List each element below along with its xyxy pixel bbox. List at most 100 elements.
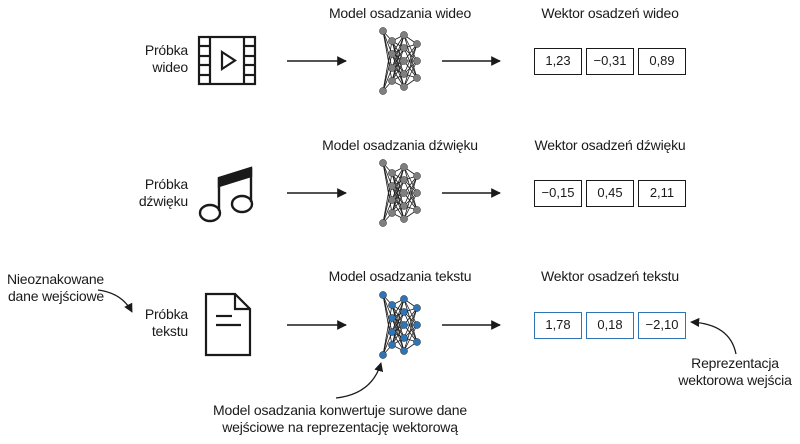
network-edge	[391, 166, 405, 201]
sample-label-text: Próbka tekstu	[144, 306, 188, 339]
network-node	[413, 189, 421, 197]
network-edge	[403, 175, 418, 220]
network-node	[400, 202, 408, 210]
network-node	[388, 64, 396, 72]
network-edge	[403, 311, 418, 343]
annotation-unlabeled-input: Nieoznakowane dane wejściowe	[6, 271, 104, 304]
network-node	[400, 295, 408, 303]
network-node	[413, 57, 421, 65]
network-edge	[403, 307, 418, 352]
network-node	[400, 334, 408, 342]
network-edge	[403, 324, 418, 352]
annotation-model-converts: Model osadzania konwertuje surowe dane w…	[213, 402, 467, 435]
neural-network-icon	[379, 159, 421, 227]
network-node	[400, 321, 408, 329]
music-note-icon	[198, 166, 254, 223]
network-edge	[391, 298, 405, 333]
network-edge	[403, 166, 418, 194]
network-edge	[382, 172, 393, 224]
network-node	[388, 182, 396, 190]
network-node	[413, 338, 421, 346]
vector-cell: 1,78	[534, 312, 582, 339]
network-edge	[382, 67, 393, 92]
network-edge	[391, 192, 405, 214]
network-edge	[382, 304, 393, 356]
vector-title-text: Wektor osadzeń tekstu	[541, 268, 679, 284]
network-node	[388, 301, 396, 309]
network-node	[413, 40, 421, 48]
network-edge	[391, 166, 405, 214]
network-node	[413, 74, 421, 82]
network-edge	[391, 34, 405, 82]
network-node	[388, 196, 396, 204]
network-node	[379, 87, 387, 95]
vector-title-video: Wektor osadzeń wideo	[541, 5, 679, 21]
model-title-video: Model osadzania wideo	[328, 5, 472, 21]
network-node	[400, 176, 408, 184]
network-edge	[403, 60, 418, 88]
network-node	[379, 351, 387, 359]
network-node	[400, 44, 408, 52]
network-node	[388, 314, 396, 322]
network-node	[413, 206, 421, 214]
document-icon	[204, 292, 252, 357]
network-edge	[391, 298, 405, 346]
network-node	[388, 77, 396, 85]
network-node	[400, 83, 408, 91]
arrow-model-converts	[335, 362, 384, 399]
vector-cell: 2,11	[638, 180, 686, 207]
network-edge	[403, 34, 418, 79]
network-node	[400, 163, 408, 171]
network-node	[388, 328, 396, 336]
network-node	[413, 321, 421, 329]
vector-title-audio: Wektor osadzeń dźwięku	[534, 137, 686, 153]
film-icon	[197, 35, 257, 86]
vector-cell: 0,45	[586, 180, 634, 207]
arrow-unlabeled-input	[97, 289, 133, 313]
network-node	[400, 70, 408, 78]
network-edge	[382, 185, 393, 224]
network-edge	[403, 43, 418, 88]
network-node	[413, 304, 421, 312]
network-edge	[403, 298, 418, 343]
network-edge	[391, 179, 405, 214]
vector-cell: −0,31	[586, 48, 634, 75]
network-edge	[382, 199, 393, 224]
arrow-vector-representation	[690, 317, 737, 355]
vector-cell: −2,10	[638, 312, 686, 339]
network-edge	[403, 43, 418, 75]
network-edge	[403, 47, 418, 79]
network-node	[379, 291, 387, 299]
network-node	[379, 27, 387, 35]
network-edge	[403, 34, 418, 62]
network-node	[400, 215, 408, 223]
neural-network-icon	[379, 291, 421, 359]
network-node	[388, 169, 396, 177]
network-node	[400, 308, 408, 316]
row-arrows	[287, 56, 501, 330]
model-title-text: Model osadzania tekstu	[328, 268, 472, 284]
network-edge	[403, 175, 418, 207]
network-edge	[391, 311, 405, 346]
network-node	[379, 159, 387, 167]
vector-cell: −0,15	[534, 180, 582, 207]
network-edge	[403, 307, 418, 339]
sample-label-video: Próbka wideo	[144, 42, 188, 75]
network-edge	[382, 40, 393, 92]
sample-label-audio: Próbka dźwięku	[138, 176, 188, 209]
network-node	[388, 341, 396, 349]
network-edge	[382, 317, 393, 356]
vector-cell: 0,18	[586, 312, 634, 339]
network-node	[400, 57, 408, 65]
network-node	[379, 219, 387, 227]
network-edge	[382, 331, 393, 356]
annotation-arrows	[97, 289, 737, 399]
network-node	[400, 347, 408, 355]
network-edge	[391, 34, 405, 69]
network-edge	[391, 60, 405, 82]
network-node	[388, 50, 396, 58]
network-node	[400, 31, 408, 39]
network-edge	[403, 192, 418, 220]
network-edge	[382, 53, 393, 92]
